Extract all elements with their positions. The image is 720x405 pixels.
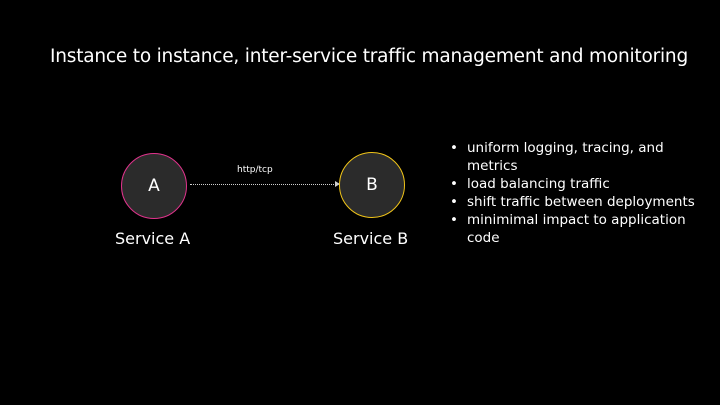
- feature-item: minimimal impact to application code: [450, 211, 705, 247]
- feature-list: uniform logging, tracing, and metrics lo…: [450, 139, 705, 247]
- service-a-node: A: [121, 153, 187, 219]
- service-b-node: B: [339, 152, 405, 218]
- node-label: A: [148, 176, 160, 196]
- feature-item: shift traffic between deployments: [450, 193, 705, 211]
- traffic-edge: [190, 184, 338, 185]
- feature-item: load balancing traffic: [450, 175, 705, 193]
- service-a-caption: Service A: [115, 229, 191, 248]
- slide-title: Instance to instance, inter-service traf…: [50, 46, 688, 67]
- service-b-caption: Service B: [333, 229, 409, 248]
- arrowhead-icon: [335, 181, 340, 187]
- node-label: B: [366, 175, 378, 195]
- feature-item: uniform logging, tracing, and metrics: [450, 139, 705, 175]
- edge-label: http/tcp: [237, 165, 273, 175]
